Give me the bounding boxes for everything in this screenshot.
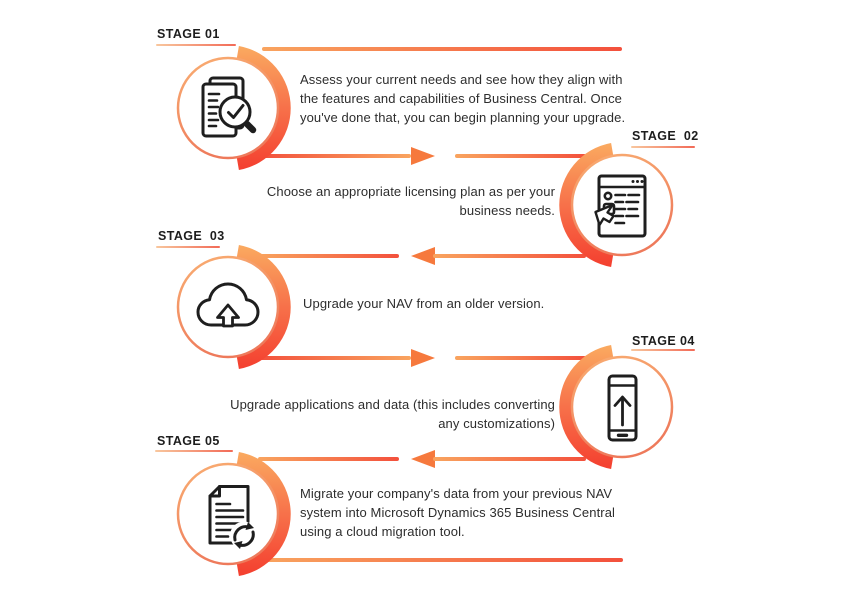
stage-3-label: STAGE 03 — [158, 229, 225, 243]
stage-3-description: Upgrade your NAV from an older version. — [303, 296, 545, 311]
document-sync-icon — [208, 485, 258, 550]
stage-4-label-underline — [631, 349, 695, 351]
document-review-icon — [201, 76, 257, 138]
stage-2-label-underline — [631, 146, 695, 148]
stage-4-label: STAGE 04 — [632, 334, 695, 348]
connector-4-5-line-a — [258, 457, 399, 461]
stage-3-label-underline — [156, 246, 220, 248]
stage-2-badge — [559, 143, 674, 267]
arrow-right-icon — [411, 349, 435, 367]
stage-2-description: Choose an appropriate licensing plan as … — [266, 184, 555, 218]
stage-4-description: Upgrade applications and data (this incl… — [230, 397, 555, 431]
cloud-upload-icon — [196, 282, 260, 328]
stage-5-description: Migrate your company's data from your pr… — [300, 486, 616, 539]
stage-2-label: STAGE 02 — [632, 129, 699, 143]
stage-1-badge — [176, 46, 291, 170]
stage-1-label: STAGE 01 — [157, 27, 220, 41]
arrow-left-icon — [411, 450, 435, 468]
stage-5-label-underline — [155, 450, 233, 452]
stage5-bottom-flow-line — [262, 558, 623, 562]
connector-2-3-line-a — [258, 254, 399, 258]
connector-3-4-line-a — [258, 356, 411, 360]
licensing-plan-cursor-icon — [594, 174, 647, 238]
stage-1-label-underline — [156, 44, 236, 46]
stage-2-crescent — [559, 143, 615, 267]
stage-3-badge — [176, 245, 291, 369]
connector-2-3-line-b — [433, 254, 586, 258]
stage-4-crescent — [559, 345, 615, 469]
stage-4-badge — [559, 345, 674, 469]
stage-3-crescent — [235, 245, 291, 369]
arrow-right-icon — [411, 147, 435, 165]
stage-2-circle — [570, 153, 674, 257]
stage1-top-flow-line — [262, 47, 622, 51]
stage-1-description: Assess your current needs and see how th… — [300, 72, 626, 125]
stage-5-badge — [176, 452, 291, 576]
mobile-upgrade-icon — [607, 374, 638, 442]
stage-5-label: STAGE 05 — [157, 434, 220, 448]
connector-1-2-line-b — [455, 154, 586, 158]
arrow-left-icon — [411, 247, 435, 265]
stage-1-crescent — [235, 46, 291, 170]
connector-4-5-line-b — [433, 457, 586, 461]
connector-3-4-line-b — [455, 356, 586, 360]
connector-1-2-line-a — [258, 154, 411, 158]
stage-5-crescent — [235, 452, 291, 576]
